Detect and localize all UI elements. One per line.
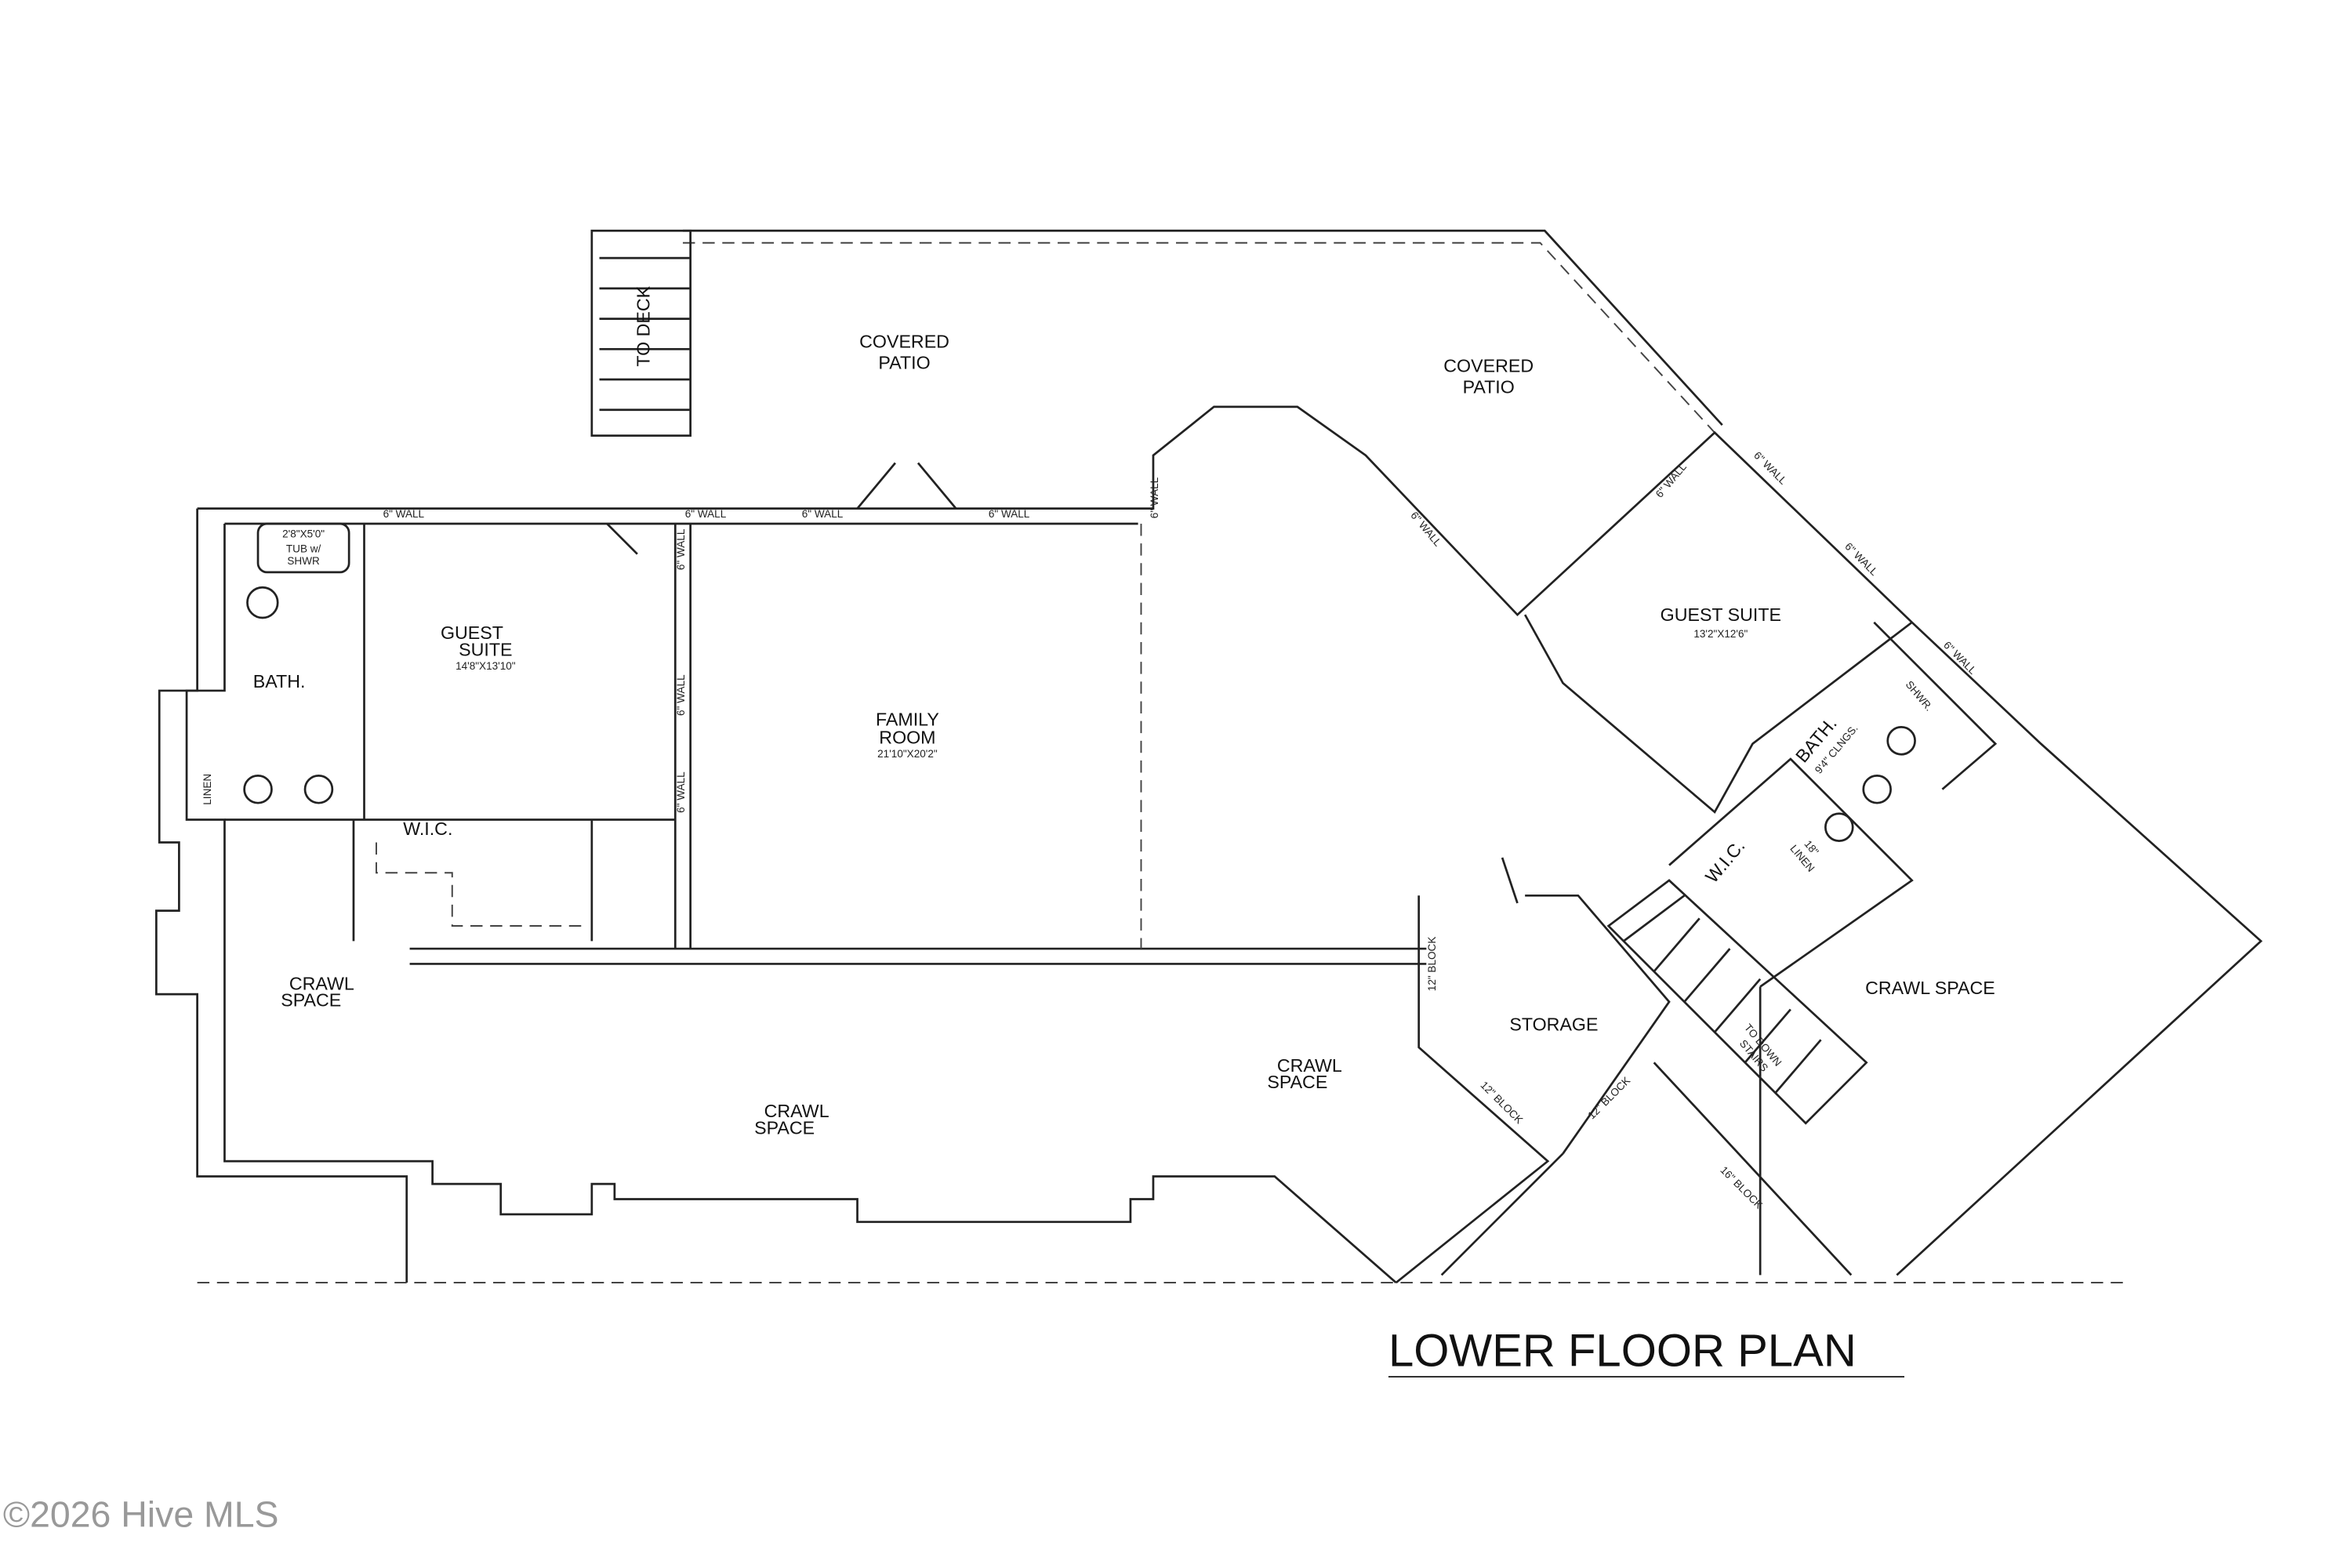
wall-note: 6" WALL (1149, 477, 1160, 518)
to-deck-label: TO DECK (633, 285, 653, 366)
guest-suite-left-label-1: GUEST (441, 622, 503, 643)
covered-patio-left-label-2: PATIO (878, 352, 930, 372)
wall-note: 6" WALL (989, 508, 1030, 520)
crawl-center-label-2: SPACE (754, 1117, 815, 1138)
guest-suite-left-size: 14'8"X13'10" (456, 660, 516, 672)
plan-title: LOWER FLOOR PLAN (1388, 1325, 1857, 1376)
crawl-mid-label-1: CRAWL (1277, 1055, 1342, 1076)
storage-label: STORAGE (1509, 1014, 1598, 1035)
covered-patio-right-label-1: COVERED (1443, 355, 1534, 376)
crawl-right-label: CRAWL SPACE (1865, 978, 1995, 998)
wic-right-label: W.I.C. (1701, 836, 1749, 887)
wall-note: 12" BLOCK (1585, 1075, 1632, 1122)
covered-patio-left-label-1: COVERED (859, 331, 949, 351)
wic-left-label: W.I.C. (403, 818, 452, 839)
tub-label: TUB w/ (286, 543, 321, 555)
wall-note: 6" WALL (1941, 639, 1979, 677)
bath-left-label: BATH. (253, 671, 306, 691)
wall-note: 6" WALL (675, 771, 687, 813)
tub-size: 2'8"X5'0" (282, 528, 325, 539)
wall-note: 12" BLOCK (1426, 937, 1438, 992)
linen-left-label: LINEN (201, 774, 213, 805)
guest-suite-right-size: 13'2"X12'6" (1693, 628, 1748, 640)
family-room-size: 21'10"X20'2" (877, 748, 938, 760)
wall-note: 6" WALL (1408, 510, 1444, 549)
wall-note: 6" WALL (802, 508, 844, 520)
crawl-mid-label-2: SPACE (1267, 1072, 1327, 1092)
wall-note: 6" WALL (675, 528, 687, 570)
crawl-left-label-2: SPACE (281, 990, 341, 1011)
wall-note: 6" WALL (1653, 461, 1690, 500)
family-room-label-1: FAMILY (876, 709, 939, 729)
room-labels: COVERED PATIO COVERED PATIO TO DECK GUES… (201, 285, 1995, 1138)
walls (155, 229, 2263, 1284)
wall-note: 6" WALL (675, 674, 687, 716)
watermark: ©2026 Hive MLS (3, 1494, 279, 1535)
wall-note: 6" WALL (383, 508, 425, 520)
tub-label-2: SHWR (287, 555, 320, 567)
wall-note: 12" BLOCK (1479, 1079, 1526, 1126)
guest-suite-left-label-2: SUITE (459, 639, 512, 659)
family-room-label-2: ROOM (879, 728, 935, 748)
wall-note: 6" WALL (1751, 449, 1789, 487)
crawl-left-label-1: CRAWL (289, 973, 354, 993)
covered-patio-right-label-2: PATIO (1463, 376, 1515, 397)
shower-right-label: SHWR. (1904, 679, 1936, 713)
wall-note: 16" BLOCK (1718, 1164, 1765, 1211)
crawl-center-label-1: CRAWL (764, 1101, 829, 1121)
wall-notes: 6" WALL 6" WALL 6" WALL 6" WALL 6" WALL … (383, 449, 1980, 1210)
wall-note: 6" WALL (685, 508, 727, 520)
guest-suite-right-label: GUEST SUITE (1661, 604, 1781, 625)
